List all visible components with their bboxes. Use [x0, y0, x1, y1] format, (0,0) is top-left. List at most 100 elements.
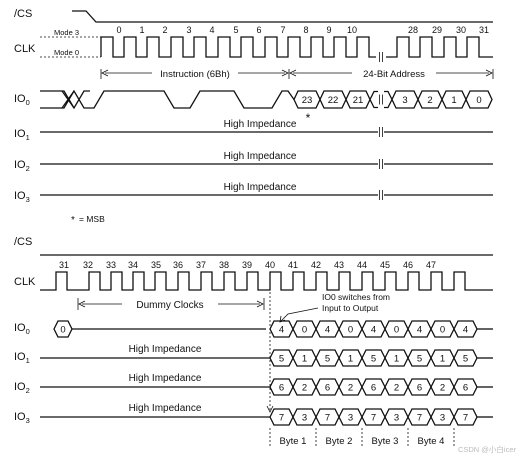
bot-clock-num-41: 41	[288, 260, 298, 270]
bot-io0-val-3: 0	[348, 325, 353, 336]
bot-clock-num-43: 43	[334, 260, 344, 270]
bot-clock-num-42: 42	[311, 260, 321, 270]
bot-io1-val-4: 5	[371, 354, 376, 365]
top-io0-label: IO0	[14, 93, 30, 107]
bot-io1-val-6: 5	[417, 354, 422, 365]
bot-clock-num-36: 36	[173, 260, 183, 270]
bot-io3-val-6: 7	[417, 413, 422, 424]
bot-io0-val-1: 0	[302, 325, 307, 336]
byte-label-4: Byte 4	[418, 436, 445, 447]
bot-io2-val-4: 6	[371, 383, 376, 394]
mode0-label: Mode 0	[54, 48, 79, 57]
switch-note-line2: Input to Output	[322, 303, 379, 313]
io0-addr-val-0: 0	[476, 95, 481, 106]
bot-io2-val-7: 2	[440, 383, 445, 394]
bot-clk-label: CLK	[14, 276, 36, 288]
bot-switch-arrow-down	[266, 405, 274, 413]
bot-io3-val-3: 3	[348, 413, 353, 424]
bot-clock-num-47: 47	[426, 260, 436, 270]
bot-io3-label: IO3	[14, 411, 30, 425]
top-clock-num-28: 28	[408, 25, 418, 35]
top-io3-hiz-label: High Impedance	[224, 182, 297, 193]
bot-clock-num-40: 40	[265, 260, 275, 270]
top-msb-star: *	[306, 111, 311, 125]
bot-clock-num-35: 35	[151, 260, 161, 270]
bot-io2-label: IO2	[14, 381, 30, 395]
top-clock-num-30: 30	[456, 25, 466, 35]
bot-io1-val-1: 1	[302, 354, 307, 365]
io0-addr-val-1: 1	[451, 95, 456, 106]
bot-io0-val-5: 0	[394, 325, 399, 336]
bot-io1-val-3: 1	[348, 354, 353, 365]
bot-io3-val-4: 7	[371, 413, 376, 424]
top-io2-label: IO2	[14, 159, 30, 173]
byte-label-2: Byte 2	[326, 436, 353, 447]
bot-clk-wave	[40, 271, 493, 291]
bot-cs-label: /CS	[14, 236, 32, 248]
bot-io0-val-4: 4	[371, 325, 376, 336]
bot-clock-num-32: 32	[83, 260, 93, 270]
top-cs-wave	[72, 10, 493, 23]
byte-label-3: Byte 3	[372, 436, 399, 447]
io0-dc-cross	[61, 90, 75, 109]
top-clock-num-6: 6	[256, 25, 261, 35]
bot-io1-val-5: 1	[394, 354, 399, 365]
bot-io1-hiz-label: High Impedance	[129, 344, 202, 355]
io0-addr-cont-a	[369, 90, 378, 109]
top-clk-wave	[100, 36, 493, 58]
bot-clock-num-38: 38	[219, 260, 229, 270]
top-io2-hiz-label: High Impedance	[224, 151, 297, 162]
bot-clock-num-33: 33	[106, 260, 116, 270]
bot-clock-num-45: 45	[380, 260, 390, 270]
top-clock-num-3: 3	[186, 25, 191, 35]
io0-addr-cont-b	[384, 90, 393, 109]
bot-io3-val-1: 3	[302, 413, 307, 424]
top-clock-num-2: 2	[162, 25, 167, 35]
bot-io2-val-1: 2	[302, 383, 307, 394]
bot-io0-start-val: 0	[60, 325, 65, 336]
top-clock-num-8: 8	[303, 25, 308, 35]
top-clock-num-1: 1	[139, 25, 144, 35]
switch-note-leader	[280, 307, 319, 322]
top-clk-label: CLK	[14, 43, 36, 55]
bot-io1-val-7: 1	[440, 354, 445, 365]
bot-io3-val-5: 3	[394, 413, 399, 424]
io0-addr-val-23: 23	[302, 95, 313, 106]
bot-io1-val-8: 5	[463, 354, 468, 365]
dummy-arrow-r	[256, 300, 264, 308]
bot-io1-val-2: 5	[325, 354, 330, 365]
addr-arrow-r	[485, 69, 493, 77]
instr-arrow-r	[281, 69, 289, 77]
bot-clock-num-39: 39	[242, 260, 252, 270]
instr-arrow-l	[101, 69, 109, 77]
top-clock-num-29: 29	[432, 25, 442, 35]
io0-addr-val-3: 3	[402, 95, 407, 106]
bot-io3-val-8: 7	[463, 413, 468, 424]
mode3-label: Mode 3	[54, 28, 79, 37]
bot-io3-val-2: 7	[325, 413, 330, 424]
addr-arrow-l	[289, 69, 297, 77]
waveform-lines	[40, 10, 494, 446]
bot-io3-val-7: 3	[440, 413, 445, 424]
bot-io3-val-0: 7	[279, 413, 284, 424]
io0-addr-val-2: 2	[427, 95, 432, 106]
top-io1-label: IO1	[14, 128, 30, 142]
bot-clock-num-44: 44	[357, 260, 367, 270]
bot-io2-val-3: 2	[348, 383, 353, 394]
bot-io2-hiz-label: High Impedance	[129, 373, 202, 384]
bot-io2-val-0: 6	[279, 383, 284, 394]
bot-io0-val-0: 4	[279, 325, 284, 336]
bot-io0-val-8: 4	[463, 325, 468, 336]
top-clock-num-5: 5	[233, 25, 238, 35]
bot-io3-hiz-label: High Impedance	[129, 403, 202, 414]
top-clock-num-10: 10	[347, 25, 357, 35]
bot-io2-val-2: 6	[325, 383, 330, 394]
bot-io0-val-6: 4	[417, 325, 422, 336]
bot-io2-val-5: 2	[394, 383, 399, 394]
top-clock-num-4: 4	[209, 25, 214, 35]
instruction-label: Instruction (6Bh)	[160, 69, 230, 80]
bot-io1-val-0: 5	[279, 354, 284, 365]
